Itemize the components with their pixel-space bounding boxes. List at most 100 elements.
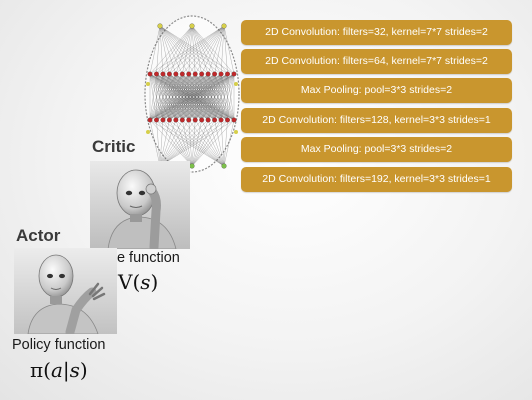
- network-node: [157, 23, 163, 29]
- network-node: [154, 117, 159, 123]
- network-edge: [149, 73, 222, 121]
- network-node: [160, 71, 166, 77]
- network-edge: [149, 73, 196, 121]
- network-edge: [220, 25, 225, 75]
- network-edge: [156, 73, 235, 121]
- network-edge: [156, 119, 161, 167]
- network-side-node: [234, 82, 238, 86]
- network-node: [186, 71, 192, 77]
- policy-function-math: π(a|s): [30, 358, 88, 382]
- network-node: [166, 71, 172, 77]
- critic-title: Critic: [92, 137, 136, 156]
- layer-conv-128: 2D Convolution: filters=128, kernel=3*3 …: [241, 108, 512, 133]
- network-edge: [201, 25, 225, 75]
- network-node: [225, 117, 230, 123]
- layer-maxpool-2: Max Pooling: pool=3*3 strides=2: [241, 137, 512, 162]
- network-node: [218, 71, 224, 77]
- network-edge: [223, 25, 228, 75]
- network-edge: [149, 73, 228, 121]
- network-edge: [149, 119, 161, 167]
- network-edge: [175, 25, 225, 75]
- network-node: [189, 23, 195, 29]
- network-node: [147, 71, 153, 77]
- network-node: [225, 71, 230, 77]
- network-edge: [207, 25, 225, 75]
- network-edge: [159, 119, 170, 167]
- network-edge: [159, 119, 183, 167]
- policy-math-var-s: s: [69, 358, 80, 382]
- network-node: [173, 71, 179, 77]
- network-edge: [159, 119, 222, 167]
- network-edge: [159, 119, 228, 167]
- network-edge: [149, 73, 157, 121]
- network-edge: [201, 73, 235, 121]
- network-node: [231, 117, 237, 123]
- network-node: [212, 71, 218, 77]
- network-edge: [191, 119, 235, 167]
- network-edge: [159, 119, 177, 167]
- policy-math-var-a: a: [50, 358, 63, 382]
- network-node: [192, 117, 198, 123]
- value-math-suffix: ): [150, 270, 159, 294]
- network-edge: [223, 119, 235, 167]
- network-edge: [162, 73, 235, 121]
- network-node: [221, 163, 227, 169]
- actor-robot-image: [14, 248, 117, 334]
- network-edge: [149, 25, 225, 75]
- network-edge: [175, 73, 235, 121]
- network-edge: [159, 119, 235, 167]
- network-edge: [149, 73, 176, 121]
- network-edge: [156, 25, 225, 75]
- network-edge: [149, 73, 215, 121]
- network-edge: [162, 25, 225, 75]
- network-edge: [149, 73, 189, 121]
- network-node: [160, 117, 166, 123]
- network-node: [179, 117, 185, 123]
- network-edge: [214, 73, 235, 121]
- neural-network-thought-bubble: [142, 15, 240, 196]
- network-edge: [214, 25, 225, 75]
- network-node: [154, 71, 159, 77]
- network-edge: [188, 73, 235, 121]
- network-edge: [149, 73, 202, 121]
- network-edge: [220, 73, 235, 121]
- network-node: [199, 117, 205, 123]
- network-node: [212, 117, 218, 123]
- network-node: [166, 117, 172, 123]
- network-node: [205, 71, 211, 77]
- network-edge: [195, 73, 235, 121]
- network-node: [231, 71, 237, 77]
- network-edge: [159, 119, 189, 167]
- network-edge: [223, 25, 235, 75]
- network-node: [218, 117, 224, 123]
- actor-title: Actor: [16, 226, 61, 245]
- network-edge: [149, 73, 164, 121]
- network-node: [147, 117, 153, 123]
- network-node: [189, 163, 195, 169]
- network-edge: [159, 119, 196, 167]
- network-side-node: [146, 130, 150, 134]
- network-edge: [188, 25, 225, 75]
- network-edge: [149, 73, 209, 121]
- network-edge: [182, 73, 235, 121]
- network-node: [179, 71, 185, 77]
- network-edge: [159, 119, 164, 167]
- network-edge: [159, 119, 209, 167]
- network-edge: [159, 119, 215, 167]
- network-edges: [149, 25, 235, 167]
- network-node: [186, 117, 192, 123]
- policy-math-suffix: ): [79, 358, 88, 382]
- network-edge: [149, 73, 183, 121]
- layer-conv-192: 2D Convolution: filters=192, kernel=3*3 …: [241, 167, 512, 192]
- network-edge: [169, 73, 235, 121]
- value-math-prefix: V(: [118, 270, 141, 294]
- layer-conv-32: 2D Convolution: filters=32, kernel=7*7 s…: [241, 20, 512, 45]
- value-math-var-s: s: [140, 270, 151, 294]
- policy-math-sep: |: [62, 358, 70, 382]
- network-side-node: [234, 130, 238, 134]
- network-edge: [149, 25, 161, 75]
- network-node: [199, 71, 205, 77]
- network-node: [192, 71, 198, 77]
- network-edge: [208, 73, 235, 121]
- network-node: [205, 117, 211, 123]
